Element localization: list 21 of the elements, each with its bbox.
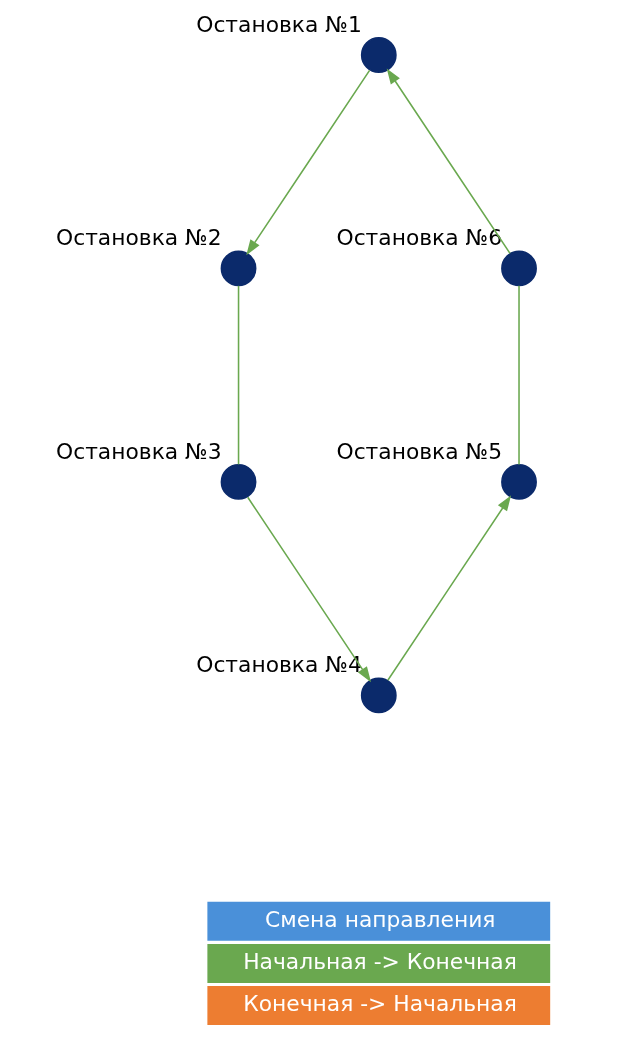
legend-label: Смена направления [264, 907, 495, 933]
node-label: Остановка №5 [335, 438, 502, 464]
node-label: Остановка №1 [195, 11, 362, 37]
arrow [245, 69, 370, 256]
node-circle [360, 37, 397, 73]
connector [517, 285, 520, 466]
node-label: Остановка №6 [335, 225, 502, 251]
node-label: Остановка №4 [195, 652, 362, 678]
node-label: Остановка №3 [55, 438, 222, 464]
node-label: Остановка №2 [55, 225, 222, 251]
node-circle [500, 464, 537, 500]
arrow [386, 68, 511, 255]
arrow [386, 495, 511, 682]
connector [237, 285, 239, 466]
node-circle [220, 250, 256, 287]
arrow [246, 496, 371, 683]
node-circle [500, 250, 537, 287]
node-circle [220, 464, 256, 500]
legend-label: Конечная -> Начальная [242, 991, 517, 1017]
legend-label: Начальная -> Конечная [242, 949, 517, 975]
node-circle [360, 677, 397, 714]
